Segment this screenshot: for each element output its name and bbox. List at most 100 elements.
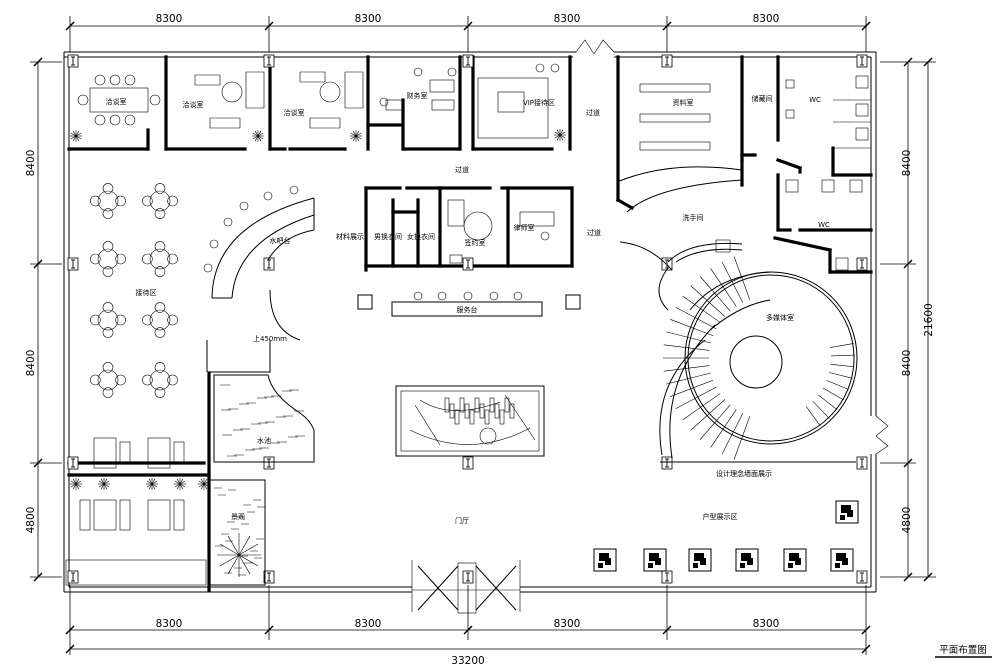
label-men-changing: 男换衣间 — [374, 232, 402, 241]
dimension-lines — [30, 16, 936, 655]
label-multimedia: 多媒体室 — [766, 313, 794, 322]
unit-model — [688, 548, 712, 572]
unit-models — [593, 500, 859, 572]
multimedia-room — [616, 166, 858, 463]
round-table — [142, 183, 178, 219]
unit-model — [835, 500, 859, 524]
dim-right-1: 8400 — [901, 150, 913, 177]
wc-fixtures — [715, 75, 871, 271]
drawing-title: 平面布置图 — [939, 644, 987, 656]
round-table — [142, 241, 178, 277]
unit-model — [593, 548, 617, 572]
label-washroom: 洗手间 — [683, 213, 704, 222]
label-landscape: 景观 — [231, 513, 245, 521]
dim-left-2: 8400 — [25, 350, 37, 377]
label-wc-2: WC — [818, 221, 830, 229]
label-wc-1: WC — [809, 96, 821, 104]
unit-model — [643, 548, 667, 572]
plant — [174, 478, 186, 490]
label-negotiation-1: 洽谈室 — [106, 97, 127, 106]
column — [67, 570, 79, 584]
plant — [70, 478, 82, 490]
bar-counter — [206, 197, 315, 586]
round-table — [90, 362, 126, 398]
column — [856, 257, 868, 271]
dim-bottom-3: 8300 — [554, 618, 581, 630]
plants — [70, 129, 566, 577]
dim-bottom-4: 8300 — [753, 618, 780, 630]
column — [462, 54, 474, 68]
label-vip: VIP接待区 — [523, 98, 555, 107]
column — [462, 456, 474, 470]
plant — [217, 533, 261, 577]
furniture — [77, 63, 711, 301]
round-table — [90, 302, 126, 338]
unit-model — [783, 548, 807, 572]
label-lobby: 门厅 — [455, 516, 469, 525]
label-service: 服务台 — [457, 305, 478, 314]
label-reception: 接待区 — [136, 288, 157, 297]
plant — [252, 130, 264, 142]
column — [263, 456, 275, 470]
dim-bottom-1: 8300 — [156, 618, 183, 630]
dim-right-3: 4800 — [901, 507, 913, 534]
dim-top-3: 8300 — [554, 13, 581, 25]
label-unit-display: 户型展示区 — [703, 512, 738, 521]
round-table — [142, 362, 178, 398]
label-bar: 水吧台 — [270, 236, 291, 245]
interior-walls — [67, 55, 873, 592]
round-table — [90, 183, 126, 219]
round-table — [142, 302, 178, 338]
column — [263, 54, 275, 68]
plant — [70, 130, 82, 142]
column — [856, 570, 868, 584]
dim-top-2: 8300 — [355, 13, 382, 25]
label-corridor-right: 过道 — [587, 228, 601, 237]
label-women-changing: 女换衣间 — [407, 232, 435, 241]
dim-left-1: 8400 — [25, 150, 37, 177]
dim-top-4: 8300 — [753, 13, 780, 25]
column — [661, 54, 673, 68]
column — [263, 257, 275, 271]
unit-model — [735, 548, 759, 572]
label-corridor-top: 过道 — [586, 108, 600, 117]
plant — [554, 129, 566, 141]
label-design-wall: 设计理念墙面展示 — [716, 469, 772, 478]
label-lawyer: 律师室 — [514, 223, 535, 232]
dim-right-2: 8400 — [901, 350, 913, 377]
columns — [67, 54, 868, 584]
outer-walls — [63, 39, 889, 614]
label-height-note: 上450mm — [253, 334, 287, 343]
label-materials: 材料展示 — [336, 232, 364, 241]
site-model — [395, 385, 545, 457]
column — [856, 456, 868, 470]
dim-bottom-total: 33200 — [451, 655, 484, 667]
column — [67, 456, 79, 470]
label-contract: 签约室 — [465, 238, 486, 247]
reception-tables — [90, 183, 178, 398]
plant — [350, 130, 362, 142]
dim-top-1: 8300 — [156, 13, 183, 25]
dimension-labels: 8300 8300 8300 8300 8300 8300 8300 8300 … — [25, 13, 935, 667]
dim-left-3: 4800 — [25, 507, 37, 534]
column — [856, 54, 868, 68]
column — [67, 54, 79, 68]
plant — [198, 478, 210, 490]
room-labels: 洽谈室 洽谈室 洽谈室 财务室 VIP接待区 过道 过道 过道 资料室 储藏间 … — [106, 91, 831, 525]
column — [462, 257, 474, 271]
lounge-sofas — [65, 437, 207, 586]
column — [661, 570, 673, 584]
dim-bottom-2: 8300 — [355, 618, 382, 630]
plant — [146, 478, 158, 490]
label-archive: 资料室 — [673, 98, 694, 107]
label-negotiation-2: 洽谈室 — [183, 100, 204, 109]
water-texture — [214, 384, 305, 576]
label-storage: 储藏间 — [752, 94, 773, 103]
column — [462, 570, 474, 584]
label-water: 水池 — [257, 436, 271, 445]
column — [67, 257, 79, 271]
round-table — [90, 241, 126, 277]
label-negotiation-3: 洽谈室 — [284, 108, 305, 117]
unit-model — [830, 548, 854, 572]
